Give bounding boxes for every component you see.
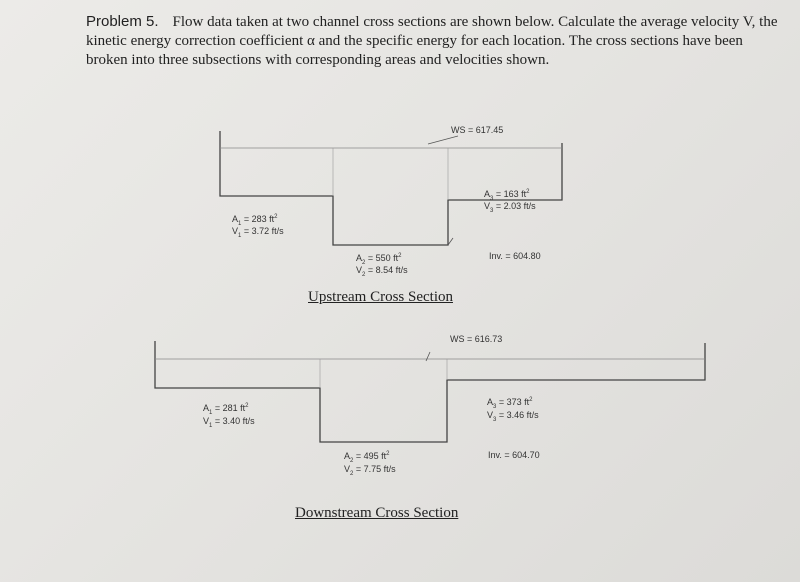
problem-text: Flow data taken at two channel cross sec… [86, 14, 778, 68]
upstream-sub1-velocity: V1 = 3.72 ft/s [232, 226, 284, 239]
downstream-sub3-area: A3 = 373 ft2 [487, 397, 533, 410]
upstream-inv-pointer [447, 237, 454, 246]
downstream-ws-label: WS = 616.73 [450, 334, 503, 344]
upstream-sub3-velocity: V3 = 2.03 ft/s [484, 201, 536, 214]
downstream-sub3-velocity: V3 = 3.46 ft/s [487, 410, 539, 423]
upstream-sub1-area: A1 = 283 ft2 [232, 214, 278, 227]
upstream-caption: Upstream Cross Section [308, 289, 453, 305]
downstream-sub2-velocity: V2 = 7.75 ft/s [344, 464, 396, 477]
downstream-channel-outline [154, 341, 706, 443]
upstream-inv-label: Inv. = 604.80 [489, 251, 541, 261]
problem-number: Problem 5. [86, 13, 159, 30]
upstream-sub2-velocity: V2 = 8.54 ft/s [356, 265, 408, 278]
problem-statement: Problem 5.Flow data taken at two channel… [86, 12, 786, 70]
downstream-sub1-area: A1 = 281 ft2 [203, 403, 249, 416]
upstream-ws-label: WS = 617.45 [451, 125, 504, 135]
downstream-sub2-area: A2 = 495 ft2 [344, 451, 390, 464]
upstream-ws-pointer [427, 135, 459, 145]
downstream-caption: Downstream Cross Section [295, 505, 459, 521]
downstream-inv-label: Inv. = 604.70 [488, 450, 540, 460]
upstream-channel-outline [219, 131, 563, 246]
downstream-ws-pointer [425, 351, 431, 362]
upstream-sub3-area: A3 = 163 ft2 [484, 189, 530, 202]
upstream-sub2-area: A2 = 550 ft2 [356, 253, 402, 266]
downstream-sub1-velocity: V1 = 3.40 ft/s [203, 416, 255, 429]
